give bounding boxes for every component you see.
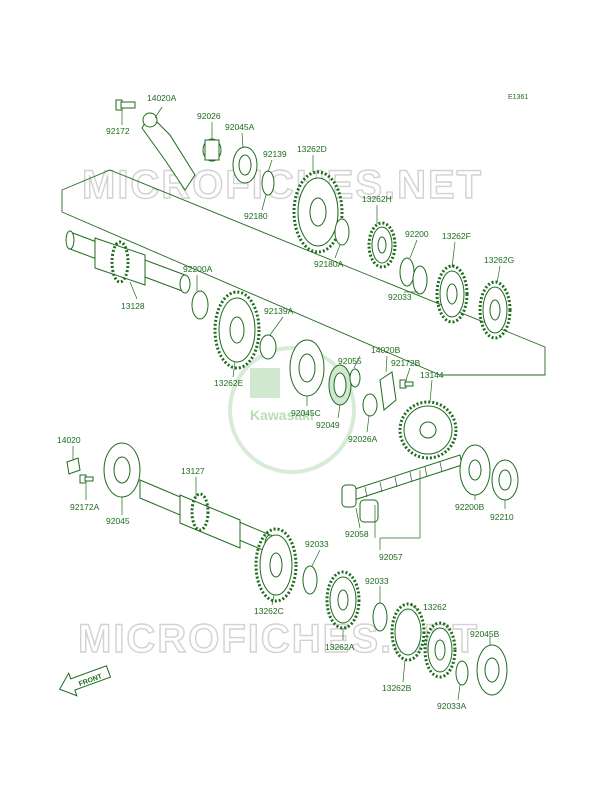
output-shaft-13128: [65, 230, 191, 294]
label-13262H: 13262H: [362, 194, 392, 204]
bearing-92045: [103, 442, 141, 498]
label-92139: 92139: [263, 149, 287, 159]
label-92026: 92026: [197, 111, 221, 121]
circlip-92139: [261, 170, 275, 196]
input-shaft-13127: [139, 479, 276, 554]
label-13262C: 13262C: [254, 606, 284, 616]
master-link-92058: [341, 484, 379, 523]
label-13262G: 13262G: [484, 255, 514, 265]
watermark-top: MICROFICHES.NET: [82, 163, 483, 207]
label-92058: 92058: [345, 529, 369, 539]
label-92172: 92172: [106, 126, 130, 136]
label-92172B: 92172B: [391, 358, 421, 368]
collar-92026A: [362, 393, 378, 417]
label-92172A: 92172A: [70, 502, 100, 512]
oring-92055: [349, 368, 361, 388]
gear-13262H: [367, 221, 397, 269]
label-92033-c: 92033: [365, 576, 389, 586]
label-13262: 13262: [423, 602, 447, 612]
plate-14020: [66, 457, 81, 475]
label-14020: 14020: [57, 435, 81, 445]
kawasaki-watermark-logo: Kawasaki: [228, 346, 356, 474]
bolt-92172: [115, 99, 136, 111]
brand-watermark: Kawasaki: [250, 407, 314, 423]
bolt-92172B: [399, 379, 414, 389]
collar-92026: [202, 138, 222, 162]
circlip-92033-lower: [302, 565, 318, 595]
label-92026A: 92026A: [348, 434, 378, 444]
label-14020B: 14020B: [371, 345, 401, 355]
label-13262E: 13262E: [214, 378, 244, 388]
label-92180A: 92180A: [314, 259, 344, 269]
label-13262F: 13262F: [442, 231, 471, 241]
sprocket-13144: [398, 400, 458, 460]
label-14020A: 14020A: [147, 93, 177, 103]
label-13144: 13144: [420, 370, 444, 380]
plate-92200B: [459, 444, 491, 496]
gear-13262B: [423, 621, 457, 679]
label-92033: 92033: [388, 292, 412, 302]
bearing-92045B: [476, 644, 508, 696]
washer-92180A: [334, 218, 350, 246]
gear-13262A: [325, 570, 361, 630]
plate-14020B: [379, 371, 397, 411]
part-labels: 14020A 92172 92026 92045A 92139 13262D 9…: [57, 93, 514, 711]
bearing-92045A: [232, 146, 258, 184]
label-92200B: 92200B: [455, 502, 485, 512]
label-92180: 92180: [244, 211, 268, 221]
label-13127: 13127: [181, 466, 205, 476]
label-13262B: 13262B: [382, 683, 412, 693]
gear-13262E: [213, 290, 261, 370]
label-92055: 92055: [338, 356, 362, 366]
label-13262A: 13262A: [325, 642, 355, 652]
upper-assembly-outline: [61, 169, 546, 376]
label-92045A: 92045A: [225, 122, 255, 132]
label-92139A: 92139A: [264, 306, 294, 316]
washer-92200: [399, 257, 415, 287]
oil-seal-92049: [328, 364, 352, 406]
kick-lever: [141, 112, 196, 191]
label-92045C: 92045C: [291, 408, 321, 418]
gear-13262D: [292, 170, 344, 254]
front-arrow: FRONT: [58, 665, 112, 697]
label-92049: 92049: [316, 420, 340, 430]
label-92200: 92200: [405, 229, 429, 239]
gear-13262G: [478, 280, 512, 340]
gear-13262: [390, 602, 426, 662]
label-13128: 13128: [121, 301, 145, 311]
gear-13262F: [435, 264, 469, 324]
label-92045: 92045: [106, 516, 130, 526]
label-92200A: 92200A: [183, 264, 213, 274]
label-92057: 92057: [379, 552, 403, 562]
diagram-code: E1361: [508, 94, 528, 101]
washer-92200A: [191, 290, 209, 320]
label-92033-b: 92033: [305, 539, 329, 549]
label-13262D: 13262D: [297, 144, 327, 154]
bearing-92045C: [289, 339, 325, 397]
circlip-92033-lower-2: [372, 602, 388, 632]
drive-chain-92057: [351, 454, 463, 501]
label-92210: 92210: [490, 512, 514, 522]
gear-13262C: [254, 527, 298, 603]
label-92033A: 92033A: [437, 701, 467, 711]
nut-92210: [491, 459, 519, 501]
label-92045B: 92045B: [470, 629, 500, 639]
bolt-92172A: [79, 474, 94, 484]
leader-lines: [72, 106, 506, 701]
circlip-92139A: [259, 334, 277, 360]
circlip-92033: [412, 265, 428, 295]
circlip-92033A: [455, 660, 469, 686]
